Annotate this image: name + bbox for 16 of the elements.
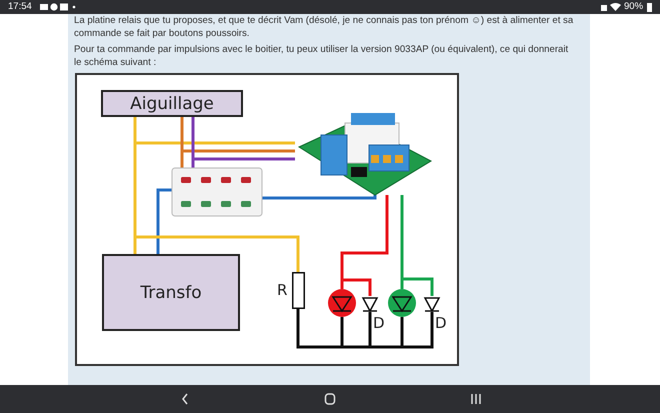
wire bbox=[134, 236, 300, 272]
paragraph-text: La platine relais que tu proposes, et que te décrit Vam (désolé, je ne connais pas ton prénom ☺) est à alimenter et sa commande se fait par boutons poussoirs. bbox=[74, 15, 574, 40]
box-label: Transfo bbox=[140, 282, 202, 302]
time-text: 17:54 bbox=[8, 1, 32, 13]
battery-level-text: 90% bbox=[624, 1, 644, 13]
wire bbox=[156, 188, 172, 254]
turnout-box bbox=[101, 90, 243, 117]
wire bbox=[134, 117, 295, 144]
paragraph-text: Pour ta commande par impulsions avec le boitier, tu peux utiliser la version 9033AP (ou équivalent), ce qui donnerait le schéma suivant : bbox=[74, 44, 570, 69]
component-label: D bbox=[373, 315, 385, 331]
component-label: D bbox=[435, 315, 447, 331]
transformer-box bbox=[102, 254, 240, 331]
wire bbox=[262, 195, 376, 200]
wire bbox=[400, 195, 434, 296]
box-label: Aiguillage bbox=[130, 94, 214, 114]
component-label: R bbox=[277, 282, 288, 298]
